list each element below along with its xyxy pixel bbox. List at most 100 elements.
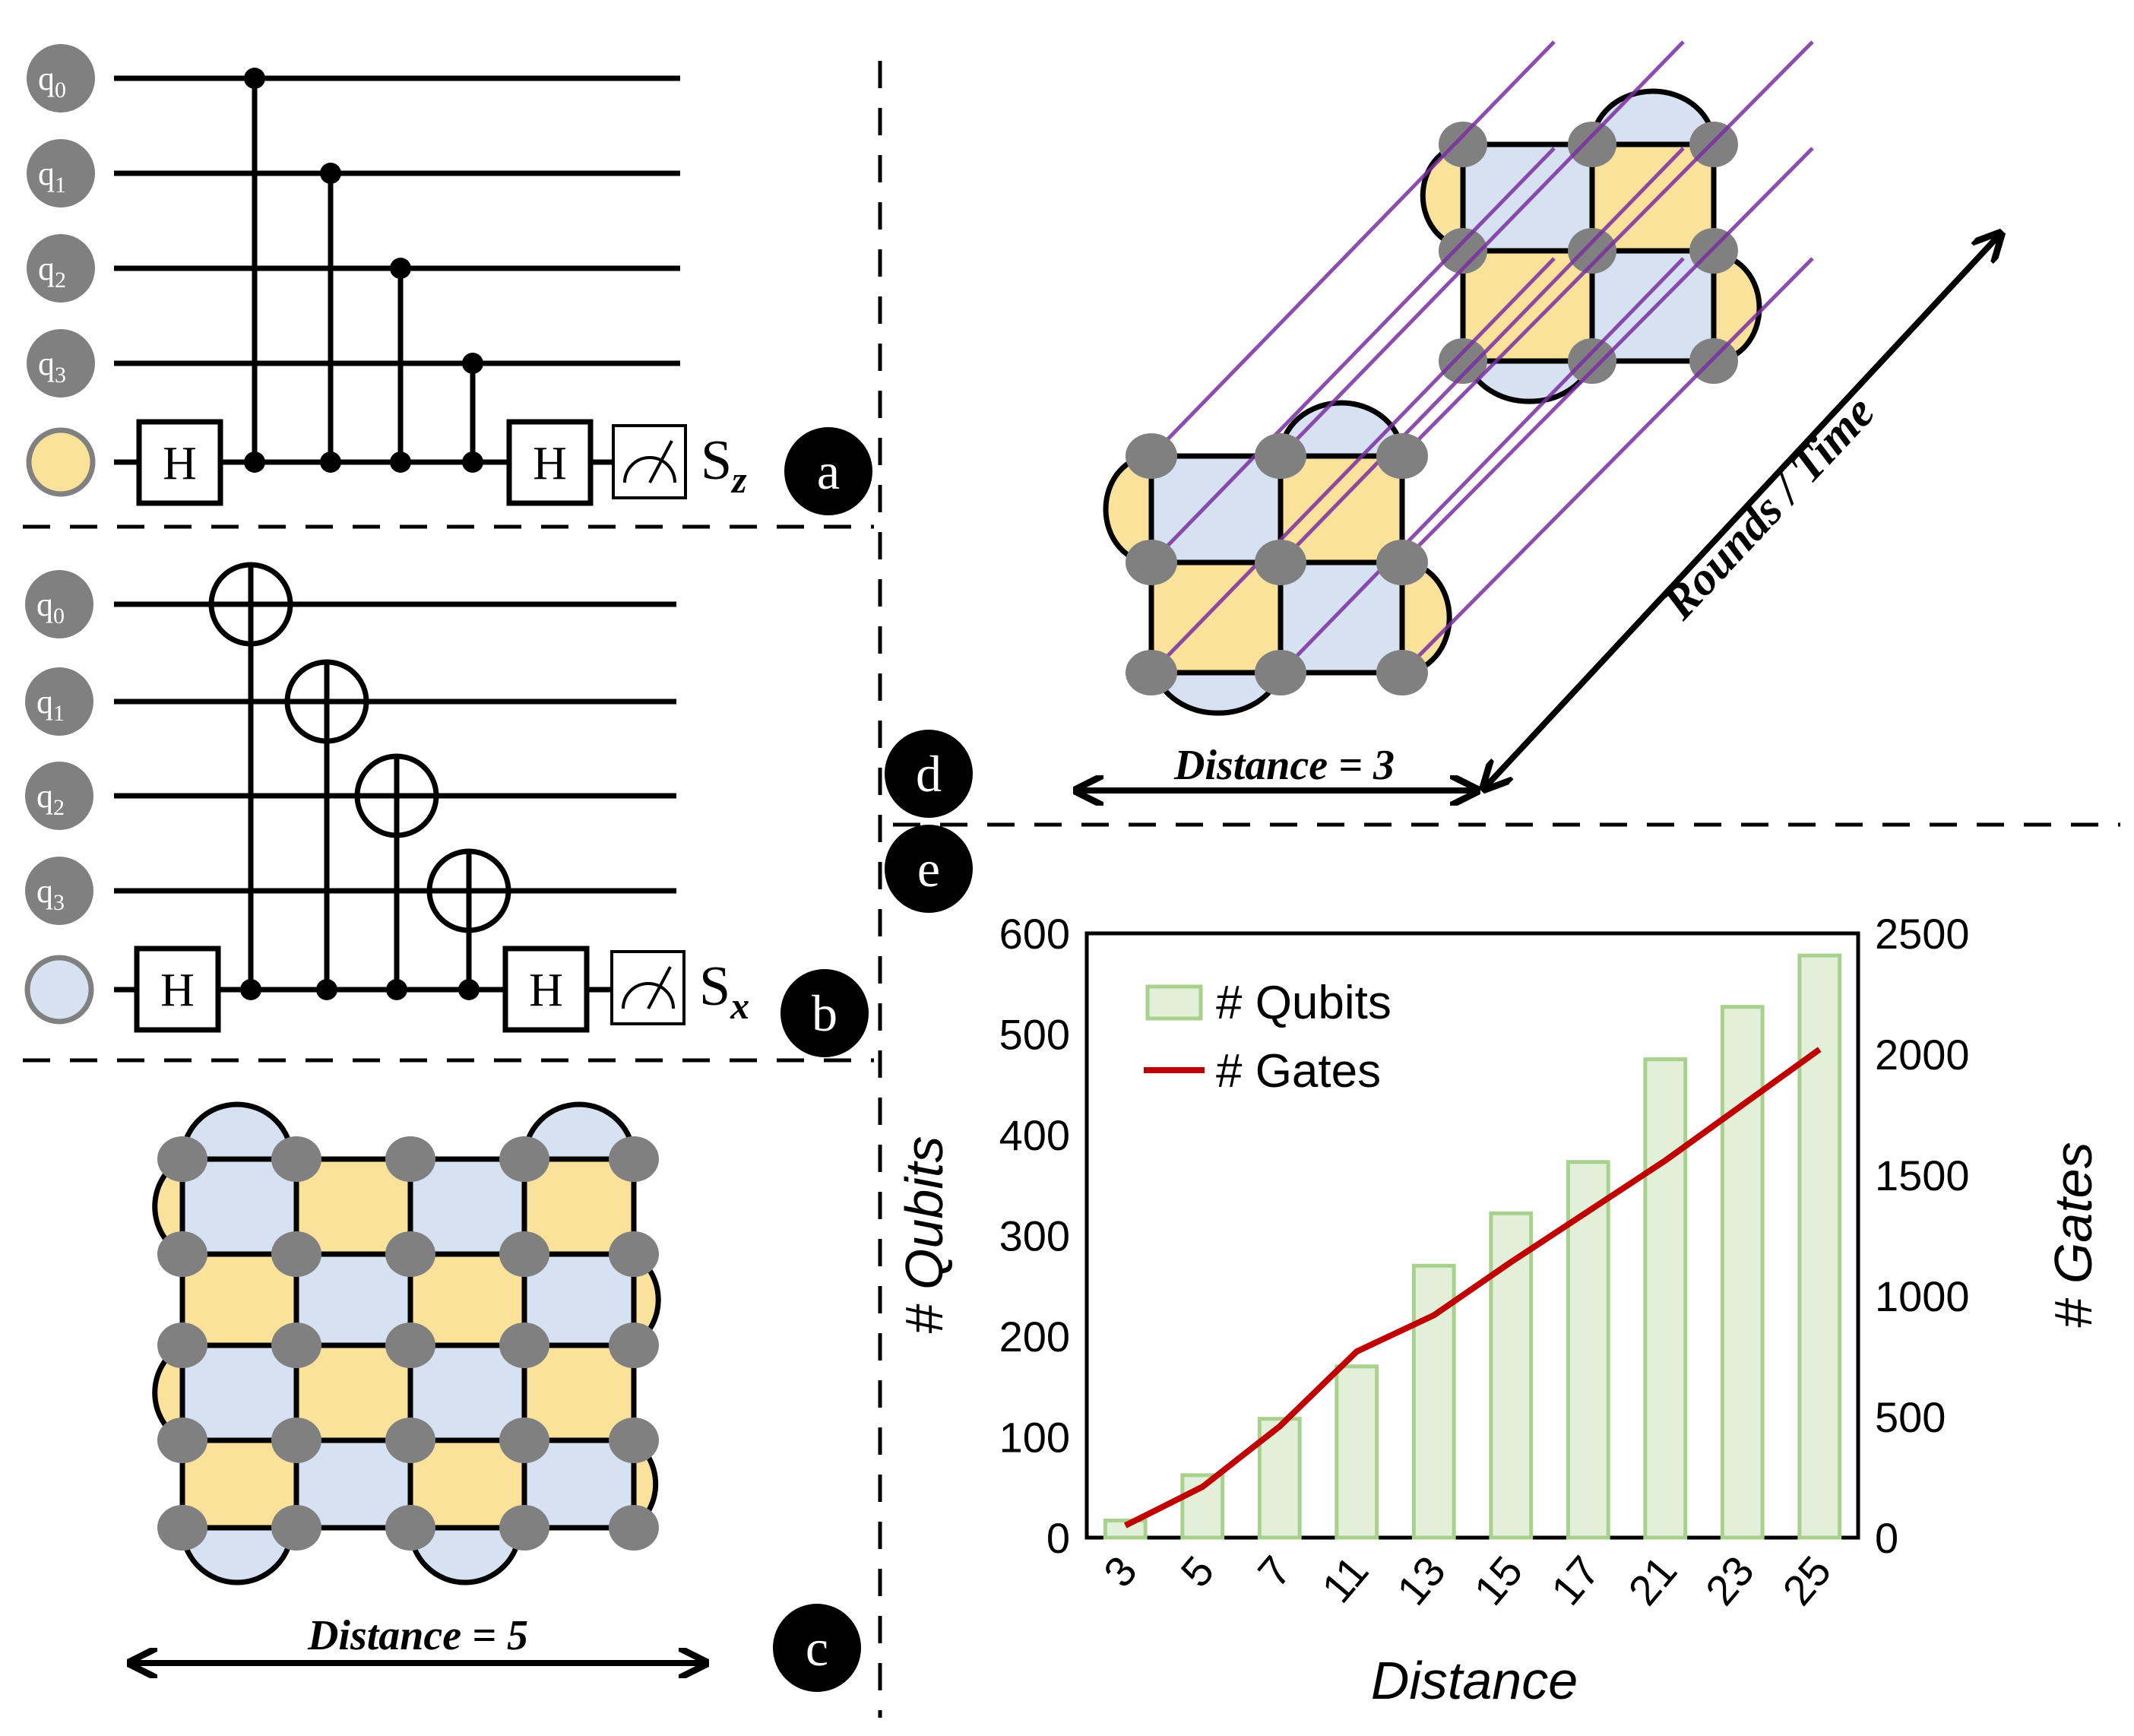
panel-a-z-stabilizer-circuit: q0 q1 q2 q3 H H Sz bbox=[26, 44, 872, 515]
data-qubit bbox=[609, 1505, 659, 1551]
data-qubit bbox=[499, 1231, 549, 1277]
qubit-bar bbox=[1720, 1005, 1765, 1540]
legend-item-qubits: # Qubits bbox=[1145, 977, 1392, 1029]
cnot-target-icons bbox=[208, 562, 511, 933]
qubit-label-q0: q0 bbox=[25, 570, 93, 638]
hadamard-gate: H bbox=[136, 419, 223, 506]
x-tick-label: 23 bbox=[1696, 1547, 1763, 1614]
y-tick-label: 100 bbox=[999, 1414, 1070, 1462]
qubit-bars bbox=[1103, 953, 1842, 1540]
qubit-bar bbox=[1797, 953, 1842, 1540]
data-qubit bbox=[271, 1418, 321, 1463]
data-qubit bbox=[271, 1136, 321, 1182]
y-tick-label: 600 bbox=[999, 910, 1070, 958]
data-qubit bbox=[609, 1231, 659, 1277]
data-qubit bbox=[271, 1323, 321, 1368]
x-tick-label: 15 bbox=[1464, 1547, 1531, 1614]
legend-item-gates: # Gates bbox=[1144, 1045, 1381, 1098]
panel-separators bbox=[23, 61, 2120, 1718]
data-qubit bbox=[385, 1323, 435, 1368]
panel-label-d: d bbox=[885, 730, 973, 818]
qubit-label-q1: q1 bbox=[27, 139, 95, 207]
svg-text:e: e bbox=[917, 840, 940, 898]
distance-label: Distance = 5 bbox=[307, 1612, 528, 1659]
data-qubit bbox=[157, 1418, 207, 1463]
qubit-label-q3: q3 bbox=[27, 329, 95, 398]
svg-text:q1: q1 bbox=[36, 683, 65, 726]
svg-text:q2: q2 bbox=[38, 250, 66, 293]
x-tick-label: 5 bbox=[1171, 1547, 1223, 1595]
panel-label-a: a bbox=[784, 427, 872, 515]
svg-text:d: d bbox=[916, 745, 942, 803]
panel-b-x-stabilizer-circuit: q0 q1 q2 q3 H H Sx b bbox=[24, 562, 869, 1057]
qubit-bar bbox=[1489, 1211, 1534, 1540]
data-qubit bbox=[157, 1136, 207, 1182]
measurement-meter-icon bbox=[612, 424, 687, 499]
x-tick-label: 7 bbox=[1249, 1547, 1300, 1595]
data-qubit bbox=[157, 1323, 207, 1368]
hadamard-gate: H bbox=[134, 946, 221, 1033]
z-syndrome-label: Sz bbox=[701, 429, 747, 501]
svg-text:q0: q0 bbox=[36, 586, 65, 629]
svg-text:q2: q2 bbox=[36, 778, 65, 820]
data-qubit bbox=[609, 1418, 659, 1463]
y-tick-label: 300 bbox=[999, 1212, 1070, 1260]
legend: # Qubits # Gates bbox=[1144, 977, 1392, 1098]
data-qubit bbox=[385, 1505, 435, 1551]
panel-c-surface-code-d5: Distance = 5 c bbox=[133, 1101, 861, 1692]
panel-d-spacetime-code: Rounds / Time Distance = 3 d bbox=[885, 40, 1999, 818]
svg-text:H: H bbox=[160, 965, 195, 1016]
plot-frame bbox=[1084, 931, 1860, 1540]
hadamard-gate: H bbox=[502, 946, 590, 1033]
time-label: Rounds / Time bbox=[1653, 386, 1885, 629]
svg-text:# Gates: # Gates bbox=[1216, 1045, 1381, 1098]
x-tick-label: 13 bbox=[1388, 1547, 1455, 1614]
y2-tick-label: 2500 bbox=[1875, 910, 1970, 958]
x-tick-label: 25 bbox=[1773, 1547, 1840, 1614]
y-tick-label: 400 bbox=[999, 1111, 1070, 1159]
ancilla-qubit-x bbox=[26, 427, 96, 497]
y2-tick-label: 0 bbox=[1875, 1514, 1898, 1562]
svg-text:q1: q1 bbox=[38, 155, 66, 198]
y2-axis-title: # Gates bbox=[2044, 1142, 2103, 1328]
data-qubits bbox=[157, 1136, 659, 1551]
data-qubit bbox=[157, 1231, 207, 1277]
y-tick-label: 500 bbox=[999, 1011, 1070, 1059]
qubit-bar bbox=[1566, 1160, 1610, 1540]
ancilla-qubit-z bbox=[24, 955, 94, 1025]
data-qubit bbox=[609, 1136, 659, 1182]
x-tick-label: 21 bbox=[1619, 1547, 1686, 1614]
data-qubit bbox=[609, 1323, 659, 1368]
y-axis-title: # Qubits bbox=[894, 1136, 954, 1335]
measurement-meter-icon bbox=[610, 950, 685, 1025]
qubit-bar bbox=[1103, 1518, 1148, 1540]
data-qubit bbox=[499, 1505, 549, 1551]
svg-text:q3: q3 bbox=[38, 345, 66, 388]
qubit-label-q2: q2 bbox=[25, 762, 93, 830]
x-axis-title: Distance bbox=[1371, 1651, 1578, 1710]
svg-text:q3: q3 bbox=[36, 873, 65, 915]
panel-label-b: b bbox=[780, 969, 869, 1057]
distance-label: Distance = 3 bbox=[1173, 742, 1395, 789]
y2-tick-label: 1000 bbox=[1875, 1272, 1970, 1320]
data-qubit bbox=[499, 1323, 549, 1368]
y2-tick-label: 2000 bbox=[1875, 1031, 1970, 1079]
time-arrow bbox=[1486, 236, 1999, 787]
hadamard-gate: H bbox=[506, 419, 594, 506]
svg-text:b: b bbox=[812, 984, 837, 1042]
data-qubit bbox=[271, 1505, 321, 1551]
x-tick-label: 3 bbox=[1094, 1547, 1146, 1595]
data-qubit bbox=[157, 1505, 207, 1551]
data-qubit bbox=[499, 1136, 549, 1182]
panel-a-cz-controls bbox=[252, 78, 476, 462]
y-tick-label: 0 bbox=[1046, 1514, 1070, 1562]
svg-text:a: a bbox=[817, 442, 840, 500]
qubit-label-q0: q0 bbox=[27, 44, 95, 112]
panel-label-c: c bbox=[773, 1604, 861, 1692]
svg-text:H: H bbox=[533, 438, 567, 489]
y2-tick-label: 500 bbox=[1875, 1393, 1946, 1441]
svg-text:# Qubits: # Qubits bbox=[1216, 977, 1392, 1029]
